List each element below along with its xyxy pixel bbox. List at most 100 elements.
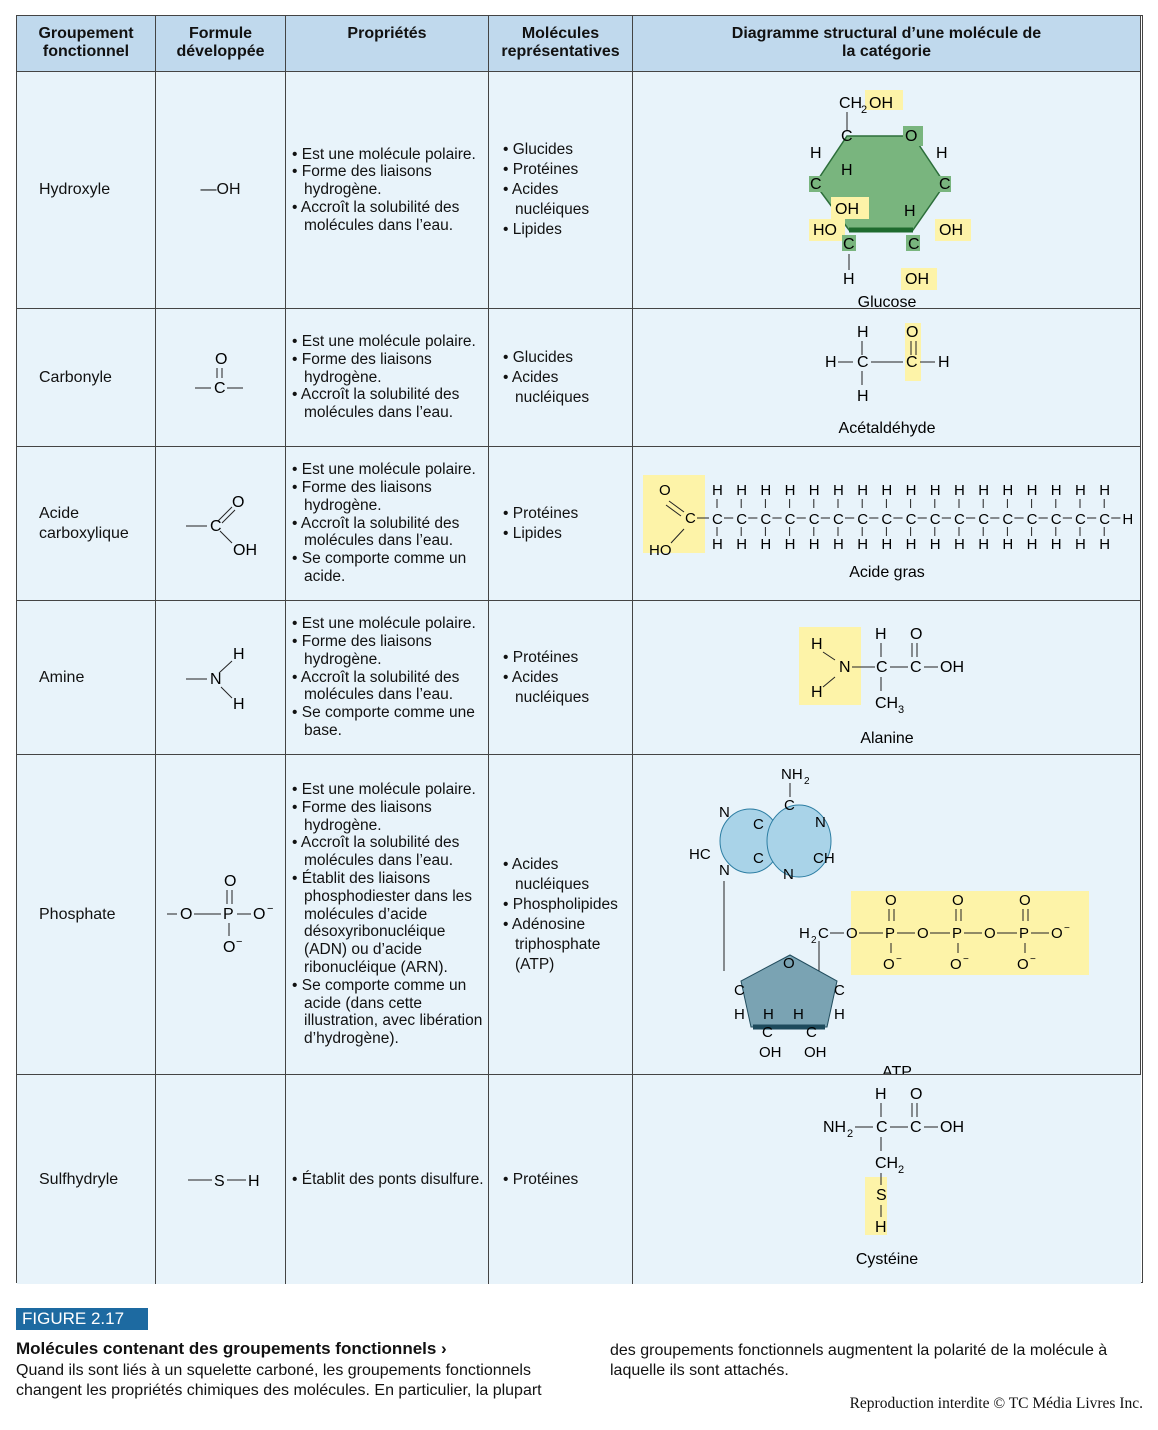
caption-right: des groupements fonctionnels augmentent … [610,1342,1108,1379]
svg-text:2: 2 [861,104,867,116]
svg-text:O: O [950,956,962,973]
svg-text:O: O [846,925,858,942]
svg-text:O: O [952,892,964,909]
property-item: Accroît la solubilité des molécules dans… [292,669,488,705]
svg-text:O: O [1051,925,1063,942]
svg-text:H: H [834,1006,845,1023]
svg-text:H: H [785,536,796,553]
svg-text:C: C [712,511,723,528]
svg-text:C: C [939,176,951,193]
molecule-item: Acides nucléiques [503,668,632,708]
svg-text:H: H [833,536,844,553]
formula-hydroxyl: —OH [156,72,286,309]
property-item: Est une molécule polaire. [292,461,488,479]
svg-text:−: − [896,954,902,965]
properties-cell: Est une molécule polaire. Forme des liai… [286,755,489,1075]
svg-text:C: C [753,816,764,833]
svg-text:OH: OH [939,222,963,239]
svg-text:−: − [1064,923,1070,934]
svg-text:O: O [223,939,235,956]
svg-text:C: C [841,128,853,145]
svg-text:P: P [952,925,962,942]
svg-text:H: H [799,925,810,942]
formula-amine: H N H [156,601,286,755]
svg-text:C: C [818,925,829,942]
property-item: Forme des liaisons hydrogène. [292,351,488,387]
svg-text:C: C [876,1119,888,1136]
svg-text:NH: NH [823,1119,846,1136]
svg-text:C: C [1027,511,1038,528]
svg-text:HC: HC [689,846,711,863]
formula-carbonyl: O C [156,309,286,447]
property-item: Est une molécule polaire. [292,781,488,799]
svg-text:C: C [954,511,965,528]
example-label: Glucose [858,294,917,309]
molecules-cell: Glucides Protéines Acides nucléiques Lip… [489,72,633,309]
group-name: Phosphate [17,755,156,1075]
molecule-item: Protéines [503,504,580,524]
group-name: Hydroxyle [17,72,156,309]
svg-text:C: C [906,354,918,371]
svg-text:H: H [1027,482,1038,499]
svg-text:O: O [984,925,996,942]
property-item: Forme des liaisons hydrogène. [292,479,488,515]
svg-text:S: S [214,1173,225,1190]
svg-text:N: N [815,814,826,831]
svg-text:O: O [253,906,265,923]
property-item: Accroît la solubilité des molécules dans… [292,386,488,422]
svg-text:O: O [906,324,918,341]
svg-text:H: H [857,388,869,405]
group-name: Carbonyle [17,309,156,447]
svg-text:H: H [906,482,917,499]
caption-left: Quand ils sont liés à un squelette carbo… [16,1362,542,1399]
molecule-item: Phospholipides [503,895,632,915]
svg-text:C: C [1002,511,1013,528]
svg-text:H: H [785,482,796,499]
svg-text:H: H [841,162,853,179]
svg-text:N: N [719,804,730,821]
svg-text:O: O [783,955,795,972]
svg-text:S: S [876,1187,887,1204]
properties-cell: Établit des ponts disulfure. [286,1075,489,1284]
svg-text:H: H [1075,482,1086,499]
svg-text:C: C [214,380,226,397]
svg-text:H: H [811,636,823,653]
svg-text:H: H [712,482,723,499]
svg-text:C: C [1099,511,1110,528]
property-item: Établit des liaisons phosphodiester dans… [292,870,488,977]
svg-text:O: O [224,873,236,890]
svg-text:C: C [876,659,888,676]
svg-text:O: O [232,494,244,511]
svg-text:N: N [839,659,851,676]
svg-text:H: H [1051,482,1062,499]
svg-text:H: H [825,354,837,371]
property-item: Accroît la solubilité des molécules dans… [292,515,488,551]
svg-text:OH: OH [835,201,859,218]
molecules-cell: Protéines Acides nucléiques [489,601,633,755]
svg-text:C: C [762,1024,773,1041]
svg-text:2: 2 [847,1128,853,1140]
group-name: Sulfhydryle [17,1075,156,1284]
molecule-item: Glucides [503,348,632,368]
molecule-item: Protéines [503,160,632,180]
svg-text:OH: OH [940,1119,964,1136]
svg-text:2: 2 [811,935,817,946]
molecule-item: Acides nucléiques [503,180,632,220]
figure-title: Molécules contenant des groupements fonc… [16,1339,447,1358]
svg-text:H: H [248,1173,260,1190]
property-item: Est une molécule polaire. [292,146,488,164]
molecule-item: Acides nucléiques [503,368,632,408]
formula-carboxyl: O C OH [156,447,286,601]
group-name: Amine [17,601,156,755]
svg-text:H: H [978,482,989,499]
svg-text:H: H [906,536,917,553]
svg-text:H: H [938,354,950,371]
svg-text:C: C [978,511,989,528]
svg-text:O: O [883,956,895,973]
svg-text:OH: OH [905,271,929,288]
svg-text:OH: OH [233,542,257,559]
example-label: ATP [882,1064,912,1075]
